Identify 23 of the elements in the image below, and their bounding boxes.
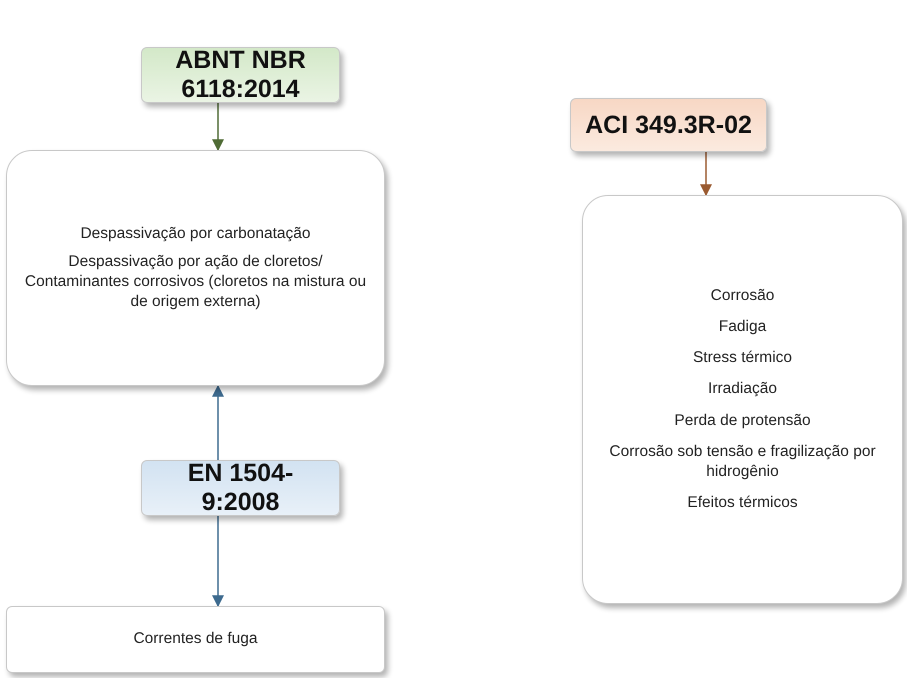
list-item: Despassivação por ação de cloretos/ Contaminantes corrosivos (cloretos na mistura ou de origem externa): [24, 252, 368, 312]
standard-title: ABNT NBR 6118:2014: [174, 46, 307, 104]
arrow: [212, 516, 224, 608]
list-item: Corrosão sob tensão e fragilização por hidrogênio: [608, 442, 877, 482]
list-item: Correntes de fuga: [133, 629, 258, 650]
list-item: Stress térmico: [692, 348, 792, 368]
arrow: [212, 103, 224, 152]
content-box: [582, 195, 903, 604]
list-item: Despassivação por carbonatação: [80, 224, 311, 244]
list-item: Efeitos térmicos: [687, 492, 798, 513]
list-item: Irradiação: [708, 379, 777, 400]
standard-box: [141, 460, 340, 516]
list-item: Fadiga: [718, 317, 766, 338]
standard-box: [570, 98, 767, 152]
arrow: [212, 384, 224, 460]
list-item: Corrosão: [710, 286, 774, 306]
standard-title: ACI 349.3R-02: [585, 110, 752, 140]
content-box: [6, 150, 385, 386]
arrow: [700, 152, 712, 196]
standard-title: EN 1504-9:2008: [186, 459, 294, 517]
content-box: [6, 606, 385, 673]
list-item: Perda de protensão: [674, 410, 811, 430]
standard-box: [141, 47, 340, 103]
